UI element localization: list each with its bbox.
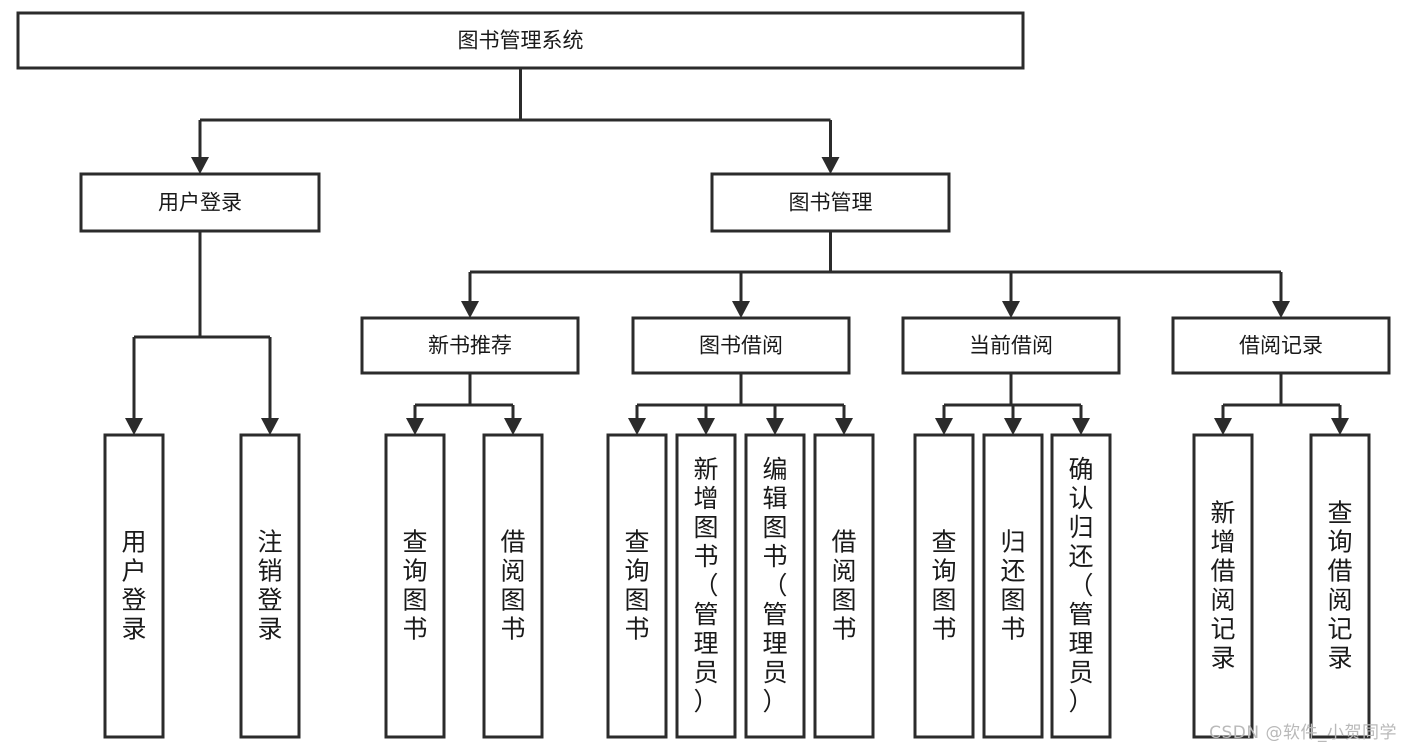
node-label: 图书管理 [789,191,873,215]
node-label: 新书推荐 [428,334,512,358]
node-box [79,172,321,233]
csdn-watermark: CSDN @软件_小贺同学 [1209,723,1397,743]
arrow-head-icon [461,301,479,318]
node-box [1192,433,1254,739]
node-leaf-query-book-1[interactable]: 查询图书 [384,433,446,739]
node-leaf-logout[interactable]: 注销登录 [239,433,301,739]
node-box [901,316,1121,375]
node-root[interactable]: 图书管理系统 [16,11,1025,70]
node-book-borrow[interactable]: 图书借阅 [631,316,851,375]
node-box [1309,433,1371,739]
node-label: 归还图书 [1000,528,1025,644]
node-user-login[interactable]: 用户登录 [79,172,321,233]
arrow-head-icon [732,301,750,318]
node-leaf-edit-book[interactable]: 编辑图书（管理员） [744,433,806,739]
arrow-head-icon [261,418,279,435]
node-leaf-add-book[interactable]: 新增图书（管理员） [675,433,737,739]
node-label: 查询图书 [931,528,956,644]
arrow-head-icon [125,418,143,435]
arrow-head-icon [697,418,715,435]
node-label: 用户登录 [158,191,242,215]
node-label: 当前借阅 [969,334,1053,358]
connector-conn-borrow-record-split [1214,373,1349,435]
node-label: 用户登录 [121,528,146,644]
node-label: 新增图书（管理员） [693,455,718,716]
arrow-head-icon [1072,418,1090,435]
node-leaf-add-record[interactable]: 新增借阅记录 [1192,433,1254,739]
node-label: 注销登录 [257,528,282,644]
arrow-head-icon [935,418,953,435]
node-box [239,433,301,739]
arrow-head-icon [1272,301,1290,318]
node-leaf-confirm-return[interactable]: 确认归还（管理员） [1050,433,1112,739]
connector-conn-current-borrow-split [935,373,1090,435]
arrow-head-icon [835,418,853,435]
connector-layer [125,68,1349,435]
node-box [710,172,951,233]
arrow-head-icon [1331,418,1349,435]
node-current-borrow[interactable]: 当前借阅 [901,316,1121,375]
node-box [16,11,1025,70]
node-label: 查询图书 [624,528,649,644]
node-label: 确认归还（管理员） [1068,455,1093,716]
arrow-head-icon [191,157,209,174]
arrow-head-icon [406,418,424,435]
node-leaf-borrow-book-1[interactable]: 借阅图书 [482,433,544,739]
connector-conn-book-borrow-split [628,373,853,435]
node-box [1171,316,1391,375]
node-box [631,316,851,375]
node-new-book-recommend[interactable]: 新书推荐 [360,316,580,375]
node-box [103,433,165,739]
node-box [744,433,806,739]
connector-conn-root-split [191,68,840,174]
connector-conn-book-manage-split [461,231,1290,318]
arrow-head-icon [821,157,840,174]
node-label: 图书管理系统 [458,29,584,53]
node-box [982,433,1044,739]
node-label: 新增借阅记录 [1210,499,1235,673]
node-leaf-return-book[interactable]: 归还图书 [982,433,1044,739]
node-borrow-record[interactable]: 借阅记录 [1171,316,1391,375]
node-box [813,433,875,739]
node-box [360,316,580,375]
arrow-head-icon [1004,418,1022,435]
node-box [606,433,668,739]
node-label: 编辑图书（管理员） [762,455,787,716]
node-layer: 图书管理系统用户登录图书管理新书推荐图书借阅当前借阅借阅记录用户登录注销登录查询… [16,11,1391,739]
node-book-manage[interactable]: 图书管理 [710,172,951,233]
node-label: 借阅图书 [831,528,856,644]
node-label: 借阅记录 [1239,334,1323,358]
node-leaf-query-record[interactable]: 查询借阅记录 [1309,433,1371,739]
node-leaf-user-login[interactable]: 用户登录 [103,433,165,739]
node-label: 借阅图书 [500,528,525,644]
node-box [1050,433,1112,739]
arrow-head-icon [766,418,784,435]
node-label: 查询图书 [402,528,427,644]
connector-conn-user-login-split [125,231,279,435]
arrow-head-icon [1002,301,1020,318]
node-box [384,433,446,739]
node-label: 图书借阅 [699,334,783,358]
arrow-head-icon [628,418,646,435]
node-box [913,433,975,739]
connector-conn-new-book-split [406,373,522,435]
node-label: 查询借阅记录 [1327,499,1352,673]
node-leaf-query-book-2[interactable]: 查询图书 [606,433,668,739]
node-leaf-borrow-book-2[interactable]: 借阅图书 [813,433,875,739]
node-box [675,433,737,739]
arrow-head-icon [504,418,522,435]
node-leaf-query-book-3[interactable]: 查询图书 [913,433,975,739]
arrow-head-icon [1214,418,1232,435]
node-box [482,433,544,739]
